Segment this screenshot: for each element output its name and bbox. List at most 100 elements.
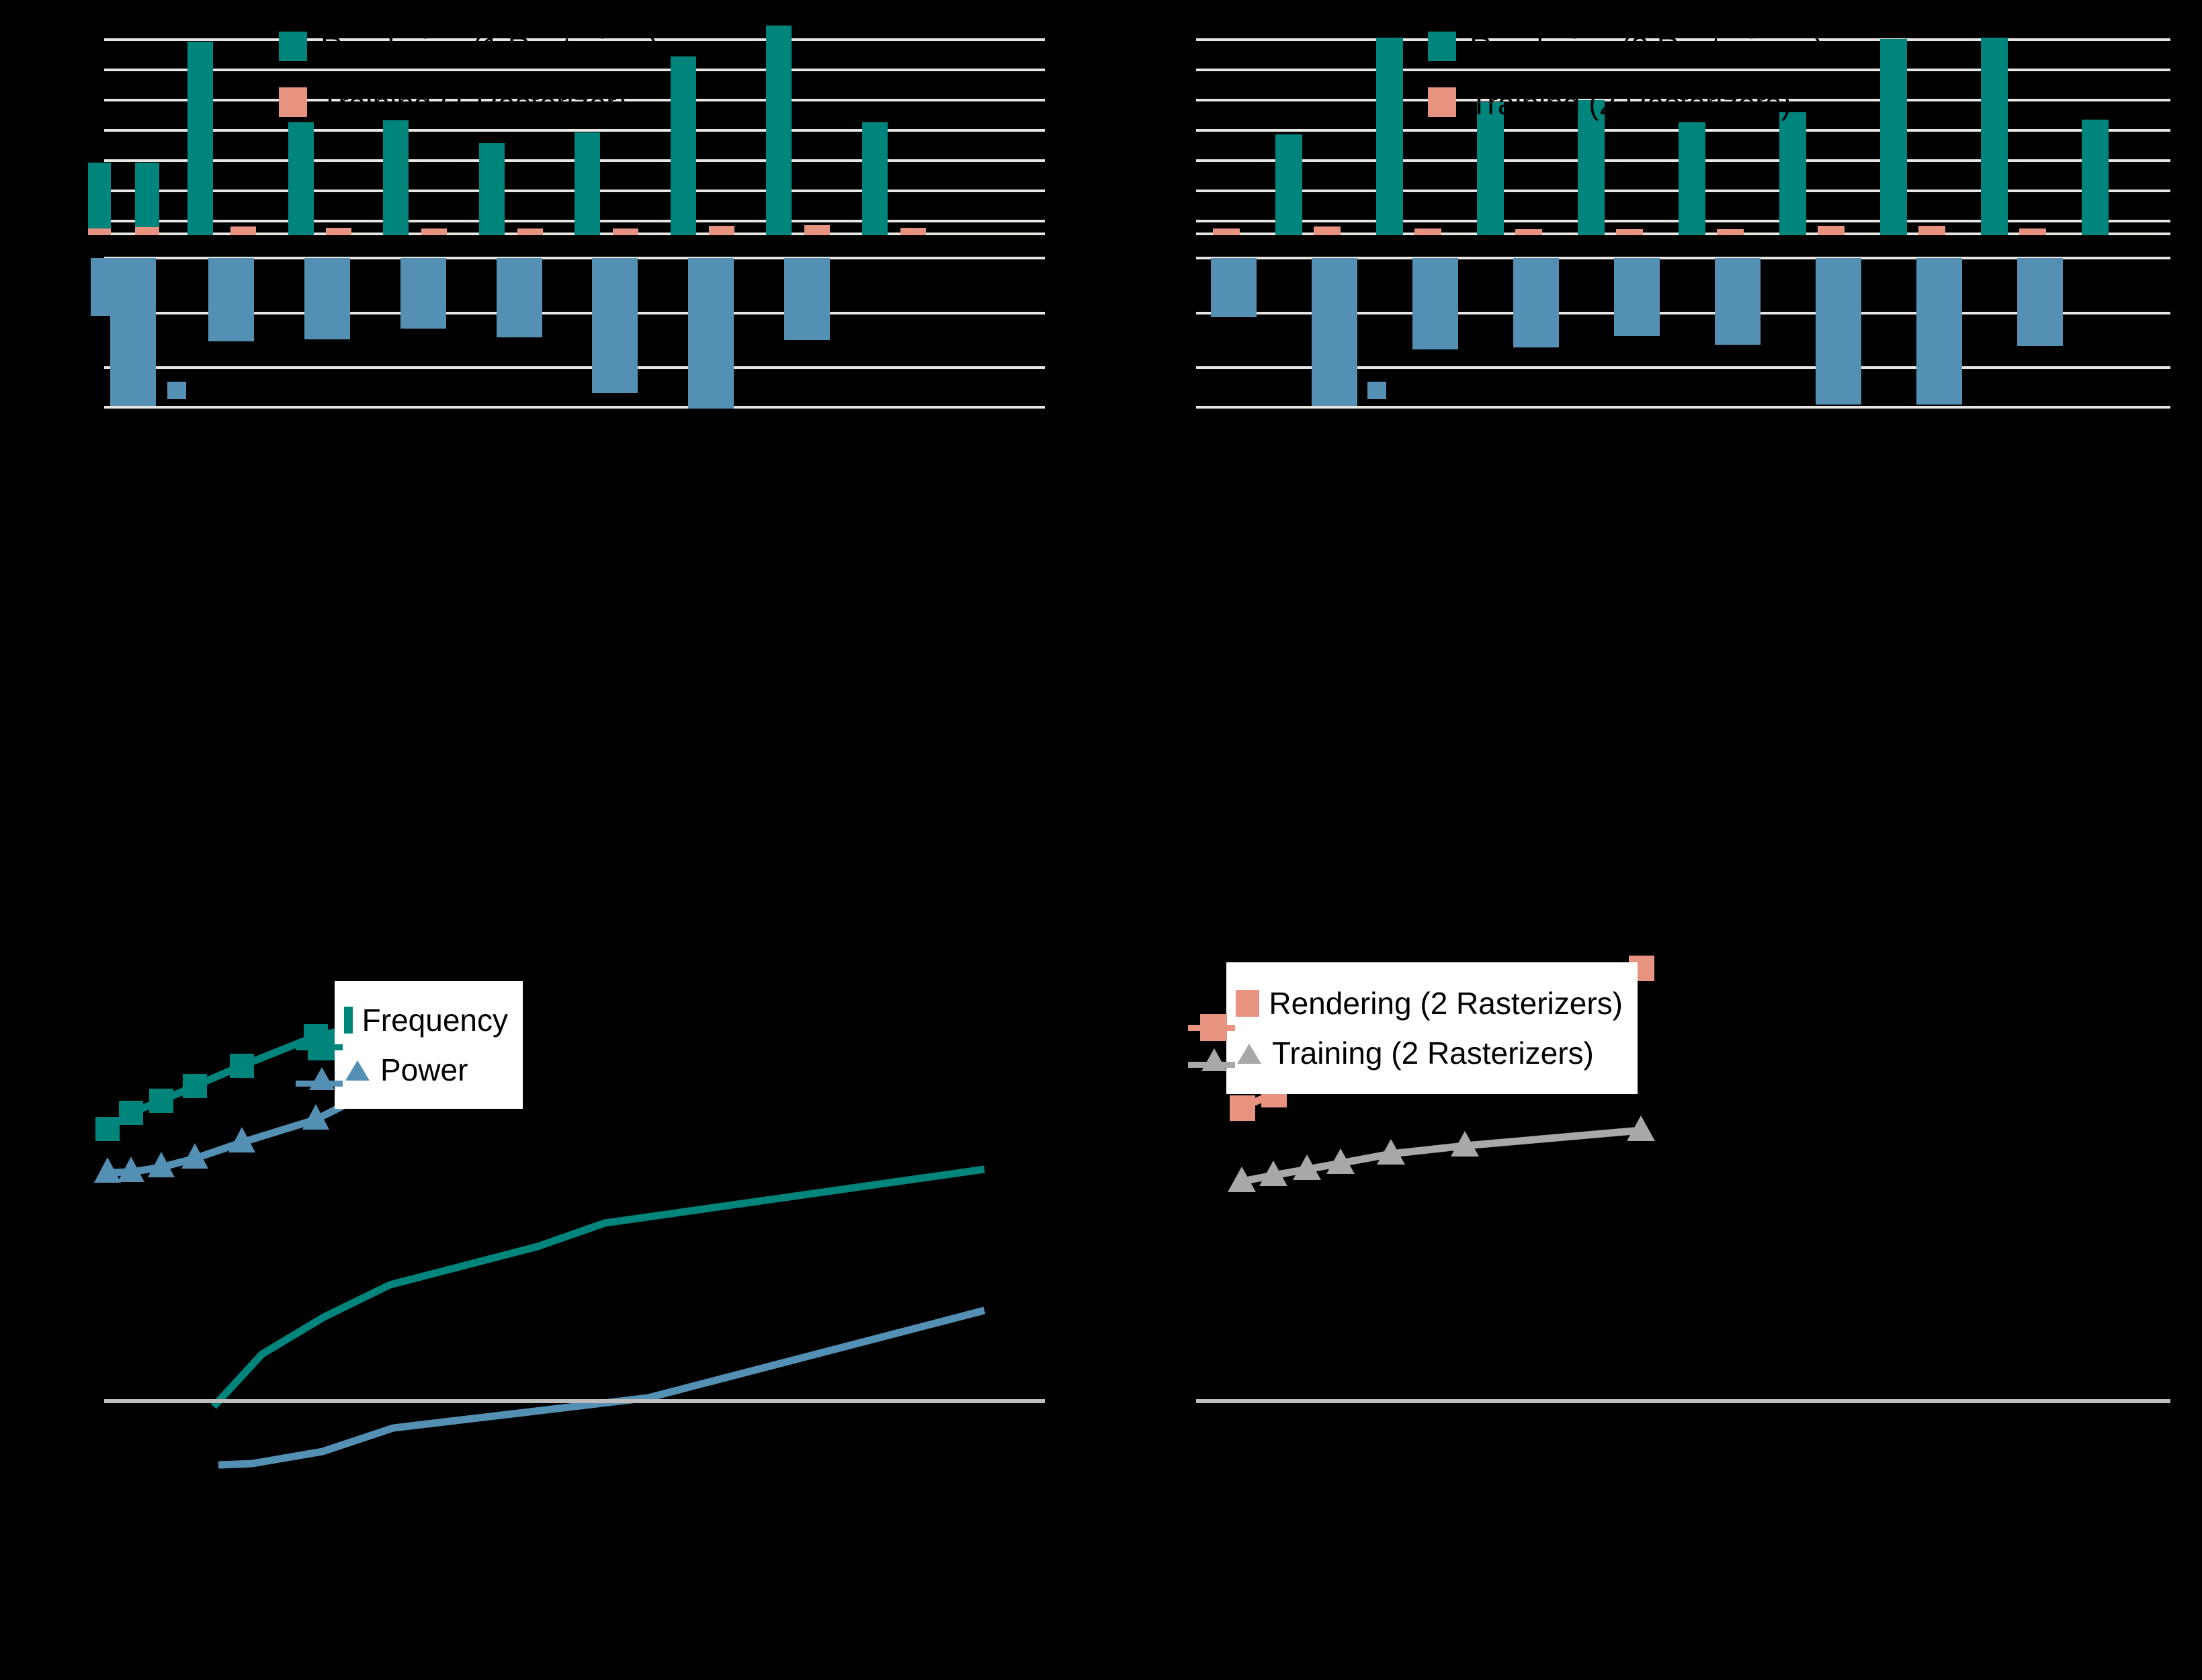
legend-label-frequency: Frequency [362, 1003, 508, 1038]
bar-training [1515, 229, 1542, 235]
gridline [104, 366, 1045, 369]
bar-training [326, 228, 351, 235]
bar-rendering [383, 120, 409, 235]
legend-swatch-training [1428, 87, 1456, 117]
marker-power [228, 1127, 255, 1152]
x-axis-line [1196, 1399, 2170, 1403]
series-training [1228, 1116, 1655, 1192]
gridline [1196, 69, 2170, 71]
bar-delta [208, 258, 254, 341]
bar-rendering [575, 132, 600, 235]
bar-rendering [1477, 102, 1504, 235]
marker-training [1228, 1167, 1256, 1192]
gridline [104, 38, 1045, 41]
bar-delta [1816, 258, 1861, 405]
legend-swatch-rendering [279, 32, 307, 61]
panel-bottom-left: Frequency Power [0, 934, 1075, 1680]
marker-power [302, 1104, 329, 1130]
gridline [1196, 312, 2170, 314]
bar-rendering [1880, 39, 1907, 235]
marker-training [1259, 1161, 1287, 1186]
bar-rendering [479, 143, 505, 235]
bar-training [1414, 228, 1441, 235]
legend-label-rendering: Rendering (2 Rasterizers) [1269, 986, 1623, 1021]
bar-training [421, 228, 447, 235]
legend-row-training: Training (2 Rasterizers) [1236, 1028, 1623, 1078]
legend-label-rendering: Rendering (1 Rasterizer) [321, 30, 659, 65]
bar-rendering [1376, 38, 1403, 235]
bar-delta [1715, 258, 1761, 345]
marker-rendering [1230, 1095, 1255, 1121]
x-axis-line [104, 1399, 1045, 1403]
gridline [104, 406, 1045, 409]
gridline [104, 312, 1045, 314]
legend-stub-delta [1367, 382, 1386, 399]
legend-marker-training [1201, 1048, 1227, 1071]
gridline [104, 99, 1045, 101]
bar-training [1213, 228, 1240, 235]
legend-swatch-rendering [1428, 32, 1456, 61]
marker-frequency [230, 1054, 254, 1078]
bar-delta [1614, 258, 1660, 336]
bar-training [1717, 229, 1744, 235]
bar-rendering [1779, 112, 1806, 235]
marker-training [1293, 1154, 1321, 1180]
legend-bottom-left: Frequency Power [335, 981, 523, 1109]
bar-delta [784, 258, 830, 340]
bar-training [804, 225, 830, 235]
panel-top-left: Rendering (1 Rasterizer) Training (1 Ras… [0, 0, 1075, 874]
gridline [1196, 38, 2170, 41]
bar-training [1616, 229, 1643, 235]
top-left-upper-plot: Rendering (1 Rasterizer) Training (1 Ras… [88, 20, 1045, 235]
legend-stub-delta [167, 382, 186, 399]
bar-training [709, 226, 734, 235]
bar-delta [497, 258, 542, 337]
marker-training [1377, 1139, 1405, 1165]
marker-frequency [149, 1089, 173, 1113]
bar-training [88, 228, 111, 235]
legend-label-training: Training (2 Rasterizers) [1470, 86, 1791, 121]
marker-power [181, 1143, 208, 1169]
legend-row-rendering: Rendering (2 Rasterizers) [1236, 978, 1623, 1028]
series-power [94, 1019, 497, 1183]
bar-rendering [1981, 38, 2008, 235]
square-marker-icon [344, 1007, 353, 1034]
bar-training [230, 226, 256, 235]
line-frequency-path [210, 1165, 985, 1409]
gridline [104, 257, 1045, 259]
bar-training [2019, 228, 2046, 235]
bar-rendering [1275, 134, 1302, 235]
gridline [104, 129, 1045, 132]
legend-marker-frequency [308, 1034, 335, 1060]
marker-training [1627, 1116, 1655, 1141]
legend-label-training: Training (2 Rasterizers) [1272, 1036, 1594, 1070]
bar-training [1314, 226, 1341, 235]
bar-delta [688, 258, 734, 409]
bar-delta [400, 258, 446, 329]
bar-delta [110, 258, 156, 406]
legend-marker-rendering [1200, 1014, 1227, 1041]
legend-row-power: Power [344, 1045, 508, 1095]
bar-rendering [2082, 120, 2109, 235]
gridline [1196, 257, 2170, 259]
legend-swatch-training [279, 87, 307, 117]
bar-delta [1312, 258, 1357, 406]
bar-delta [1412, 258, 1458, 349]
bar-training [1918, 226, 1945, 235]
bar-rendering [766, 26, 792, 235]
bar-training [613, 228, 638, 235]
bar-delta [592, 258, 638, 393]
bar-rendering [135, 163, 159, 235]
bar-rendering [862, 122, 888, 235]
gridline [1196, 406, 2170, 409]
bar-delta [1513, 258, 1559, 347]
legend-label-rendering: Rendering (2 Rasterizers) [1470, 30, 1824, 65]
marker-training [1451, 1131, 1479, 1157]
marker-power [148, 1152, 175, 1177]
bar-rendering [88, 163, 111, 235]
panel-top-right: Rendering (2 Rasterizers) Training (2 Ra… [1129, 0, 2202, 874]
gridline [1196, 366, 2170, 369]
marker-frequency [95, 1117, 120, 1141]
marker-power [118, 1157, 144, 1182]
bottom-left-lines [210, 1165, 986, 1469]
